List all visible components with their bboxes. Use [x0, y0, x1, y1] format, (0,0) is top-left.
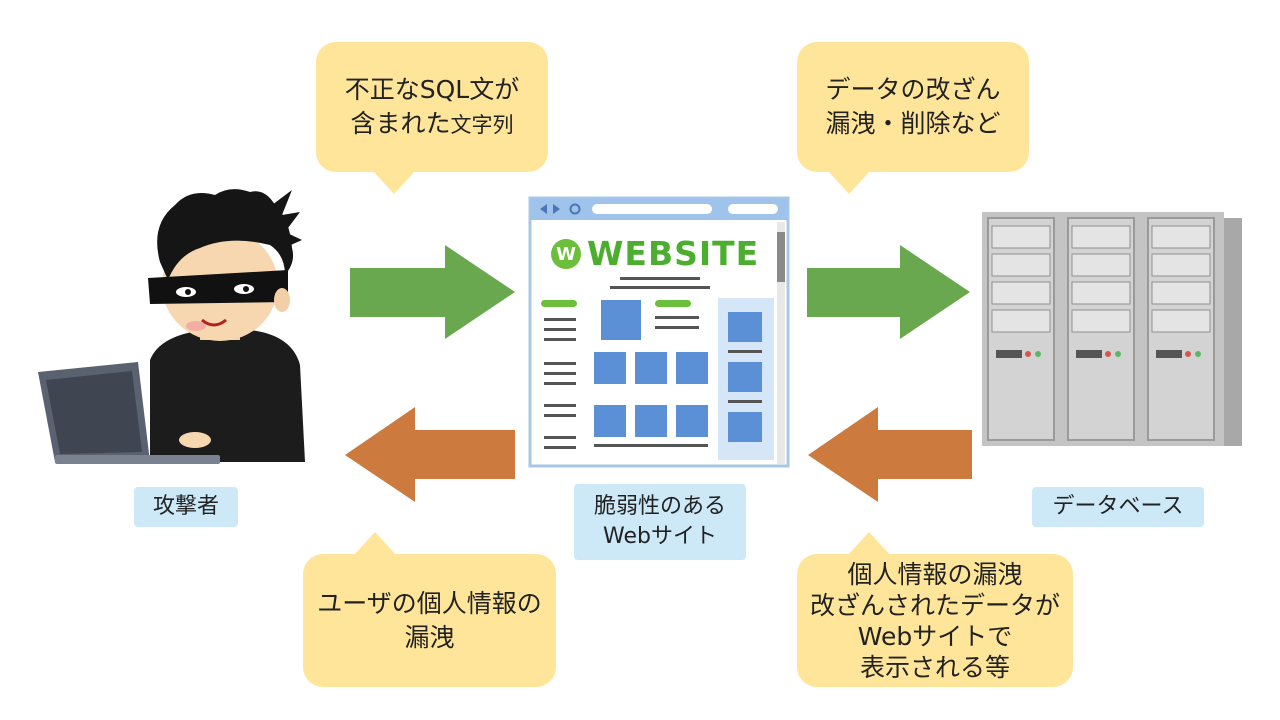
callout-display-line4: 表示される等	[859, 652, 1010, 682]
website-logo-letter: W	[556, 244, 576, 265]
label-database: データベース	[1032, 487, 1204, 527]
website-logo-title: WEBSITE	[587, 234, 760, 273]
callout-sql-line1: 不正なSQL文が	[344, 74, 520, 104]
label-attacker-text: 攻撃者	[152, 494, 219, 519]
callout-tamper-line1: データの改ざん	[825, 75, 1001, 104]
label-website-line1: 脆弱性のある	[593, 494, 726, 519]
label-vulnerable-website: 脆弱性のある Webサイト	[574, 484, 746, 560]
callout-tampered-display: 個人情報の漏洩 改ざんされたデータが Webサイトで 表示される等	[797, 532, 1073, 687]
website-browser-illustration	[528, 196, 790, 468]
arrow-website-to-database	[807, 245, 970, 339]
callout-leak-line1: ユーザの個人情報の	[317, 588, 542, 618]
callout-display-line1: 個人情報の漏洩	[847, 559, 1023, 589]
callout-user-info-leak: ユーザの個人情報の 漏洩	[303, 532, 556, 687]
callout-sql-line2-small: 文字列	[450, 112, 514, 137]
label-website-line2: Webサイト	[603, 524, 717, 549]
callout-leak-line2: 漏洩	[404, 622, 455, 652]
arrow-website-to-attacker	[345, 407, 515, 502]
arrow-attacker-to-website	[350, 245, 515, 339]
callout-display-line2: 改ざんされたデータが	[809, 590, 1060, 620]
label-database-text: データベース	[1052, 494, 1184, 519]
database-servers-illustration	[982, 212, 1242, 446]
callout-tamper-line2: 漏洩・削除など	[825, 109, 1001, 138]
label-attacker: 攻撃者	[134, 487, 238, 527]
callout-display-line3: Webサイトで	[857, 621, 1013, 651]
arrow-database-to-website	[808, 407, 972, 502]
callout-sql-input: 不正なSQL文が 含まれた文字列	[316, 42, 548, 194]
callout-data-tampering: データの改ざん 漏洩・削除など	[797, 42, 1029, 194]
callout-sql-line2: 含まれた文字列	[350, 107, 513, 142]
attacker-illustration	[38, 189, 305, 464]
callout-sql-line2-main: 含まれた	[350, 108, 451, 138]
